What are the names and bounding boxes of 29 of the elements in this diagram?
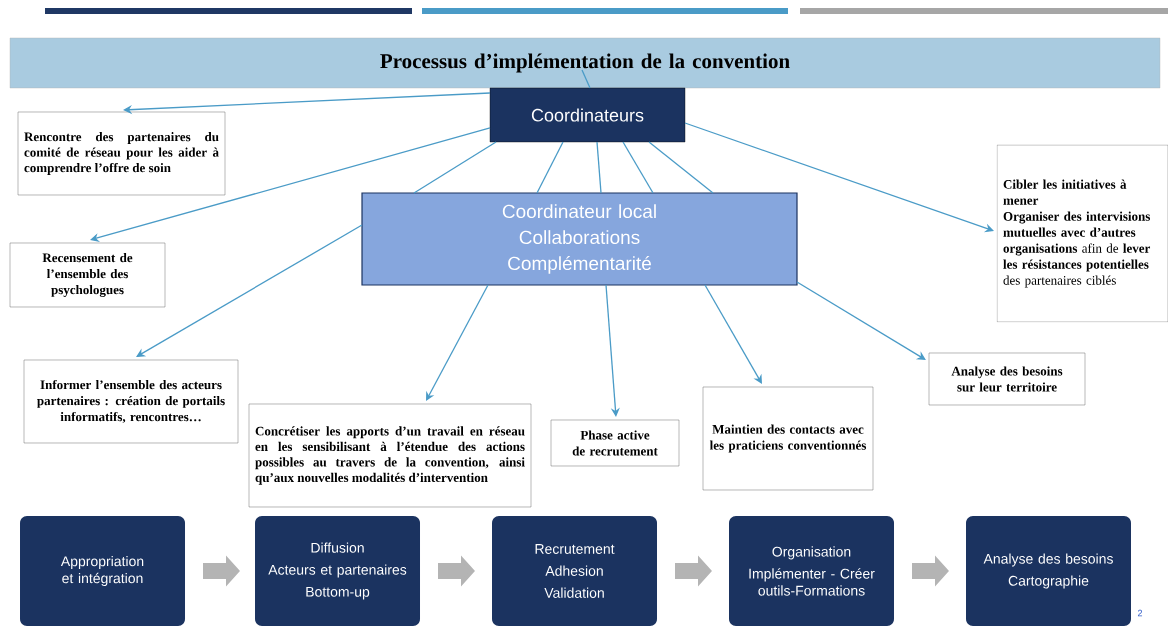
connector-line [413, 141, 497, 194]
arrow [136, 224, 363, 357]
text-box: Concrétiser les apports d’un travail en réseau en les sensibilisant à l’étendue des actions possibles au travers de la convention, ainsi qu’aux nouvelles modalités d’intervention [248, 403, 532, 508]
text-box: Cibler les initiatives à mener Organiser des intervisions mutuelles avec d’autres organisations afin de lever les résistances potentielles des partenaires ciblés [996, 144, 1168, 323]
arrow [123, 92, 491, 115]
text-box: Informer l’ensemble des acteurs partenaires : création de portails informatifs, rencontres… [23, 359, 239, 444]
connector-line [596, 141, 602, 194]
connector-line [622, 141, 654, 194]
arrow [796, 281, 926, 360]
text-box: Recensement de l’ensemble des psychologues [9, 242, 166, 308]
arrow [704, 284, 762, 384]
stage-box: Appropriation et intégration [20, 516, 185, 626]
text-box: Phase active de recrutement [550, 419, 680, 467]
stage-box: Analyse des besoins Cartographie [966, 516, 1131, 626]
arrow [605, 284, 620, 417]
role-box: Coordinateur local Collaborations Complémentarité [361, 192, 798, 286]
role-box: Coordinateurs [489, 87, 686, 143]
arrow [426, 284, 489, 401]
text-box: Rencontre des partenaires du comité de réseau pour les aider à comprendre l’offre de soin [17, 111, 226, 196]
stage-box: Recrutement Adhesion Validation [492, 516, 657, 626]
title-banner: Processus d’implémentation de la convention [9, 37, 1161, 89]
connector-line [536, 141, 564, 194]
connector-line [648, 141, 714, 194]
stage-box: Diffusion Acteurs et partenaires Bottom-up [255, 516, 420, 626]
stage-box: Organisation Implémenter - Créer outils-Formations [729, 516, 894, 626]
text-box: Maintien des contacts avec les praticiens conventionnés [702, 386, 874, 491]
text-box: Analyse des besoins sur leur territoire [928, 352, 1086, 406]
arrow [90, 127, 491, 242]
connector-line [581, 69, 591, 89]
